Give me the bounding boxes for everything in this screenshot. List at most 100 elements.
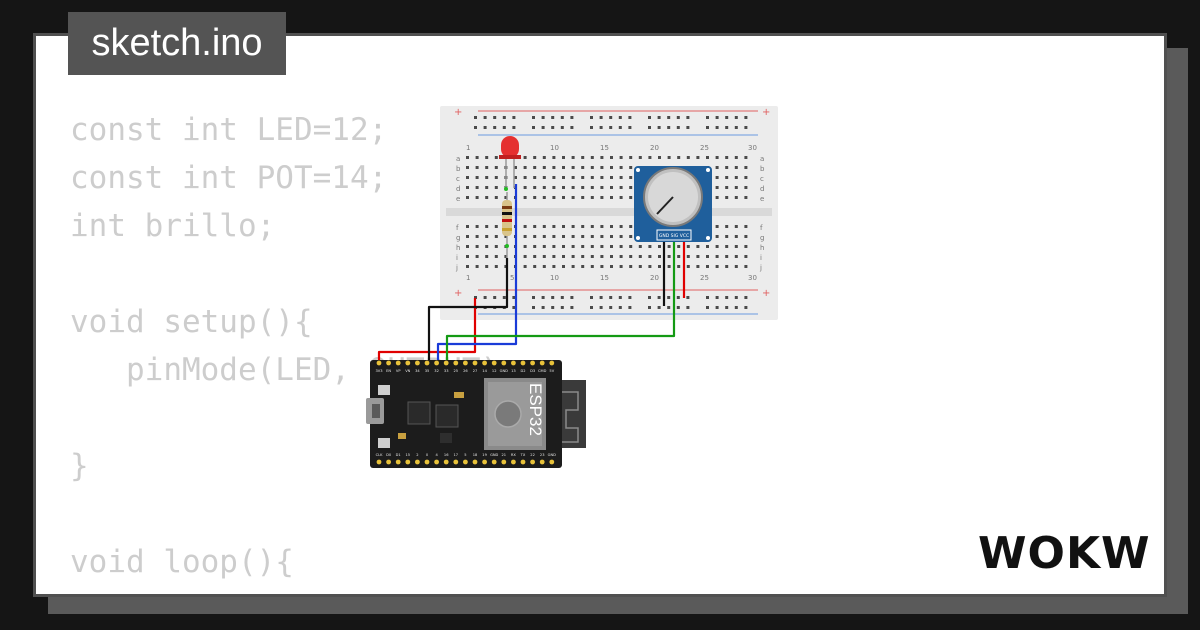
row-letter: i [760,254,762,262]
header-pin[interactable] [549,360,555,366]
pin-label: 5V [549,369,554,373]
pin-label: GND [490,453,498,457]
reset-button[interactable] [378,438,390,448]
row-letter: h [456,244,460,252]
pin-label: GND [500,369,508,373]
pin-label: 15 [406,453,411,457]
row-letter: j [759,264,762,272]
row-letter: i [456,254,458,262]
header-pin[interactable] [453,360,459,366]
row-letter: g [760,234,764,242]
pin-label: GND [548,453,556,457]
plus-marker: + [762,107,770,118]
row-letter: f [760,224,763,232]
header-pin[interactable] [520,360,526,366]
header-pin[interactable] [491,360,497,366]
pin-label: 23 [540,453,545,457]
row-letters: a b c d e f g h i j a b c d e f g h i j [455,155,765,272]
header-pin[interactable] [434,360,439,366]
header-pin[interactable] [405,459,411,465]
header-pin[interactable] [443,459,449,465]
pin-label: 5 [464,453,466,457]
pin-label: D0 [386,453,392,457]
pin-label: 32 [434,369,439,373]
pin-label: 21 [502,453,507,457]
header-pin[interactable] [482,459,487,465]
row-letter: g [456,234,460,242]
header-pin[interactable] [424,459,430,465]
column-number: 25 [700,274,709,282]
header-pin[interactable] [549,459,555,465]
column-number: 25 [700,144,709,152]
column-number: 5 [510,274,514,282]
header-pin[interactable] [395,459,401,465]
esp32-label: ESP32 [526,383,545,436]
pin-label: 18 [473,453,478,457]
pin-label: 14 [482,369,487,373]
wires [377,184,686,360]
header-pin[interactable] [424,360,430,366]
pin-label: TX [520,453,526,457]
pin-label: EN [386,369,391,373]
header-pin[interactable] [482,360,487,366]
plus-marker: + [454,288,462,299]
header-pin[interactable] [539,459,545,465]
pin-label: 17 [454,453,459,457]
row-letter: d [760,185,764,193]
header-pin[interactable] [511,459,516,465]
pin-label: 13 [511,369,516,373]
header-pin[interactable] [443,360,449,366]
file-name-tab[interactable]: sketch.ino [68,12,286,75]
pot-pin-label: GND SIG VCC [659,233,689,239]
led-component[interactable] [499,136,521,191]
header-pin[interactable] [530,459,535,465]
potentiometer-component[interactable]: GND SIG VCC [634,166,712,242]
code-line: void loop(){ [70,544,294,580]
boot-button[interactable] [378,385,390,395]
resistor-component[interactable] [502,192,512,258]
header-pin[interactable] [453,459,459,465]
header-pin[interactable] [415,459,420,465]
row-letter: e [456,195,460,203]
pin-label: CLK [376,453,384,457]
header-pin[interactable] [395,360,401,366]
header-pin[interactable] [463,459,468,465]
header-pin[interactable] [501,459,507,465]
header-pin[interactable] [472,360,478,366]
pin-label: VN [405,369,410,373]
header-pin[interactable] [539,360,545,366]
header-pin[interactable] [463,360,468,366]
pin-label: 22 [530,453,535,457]
header-pin[interactable] [434,459,439,465]
code-preview: const int LED=12;const int POT=14;int br… [70,106,630,594]
pin-label: VP [396,369,401,373]
header-pin[interactable] [376,459,382,465]
header-pin[interactable] [511,360,516,366]
regulator-chip [435,404,459,428]
pin-label: 34 [415,369,420,373]
header-pin[interactable] [405,360,411,366]
row-letter: h [760,244,764,252]
plus-marker: + [454,107,462,118]
pin-label: 27 [473,369,478,373]
row-letter: c [456,175,460,183]
wire-black-gnd [427,258,509,360]
header-pin[interactable] [491,459,497,465]
header-pin[interactable] [472,459,478,465]
header-pin[interactable] [376,360,382,366]
header-pin[interactable] [415,360,420,366]
wire-red-3v3 [377,298,477,360]
column-number: 1 [466,274,470,282]
code-line: brillo = analogRead(POT)/4; [70,586,630,594]
header-pin[interactable] [386,360,391,366]
row-letter: c [760,175,764,183]
pin-label: D3 [530,369,535,373]
header-pin[interactable] [501,360,507,366]
header-pin[interactable] [530,360,535,366]
header-pin[interactable] [520,459,526,465]
row-letter: a [456,155,460,163]
header-pin[interactable] [386,459,391,465]
